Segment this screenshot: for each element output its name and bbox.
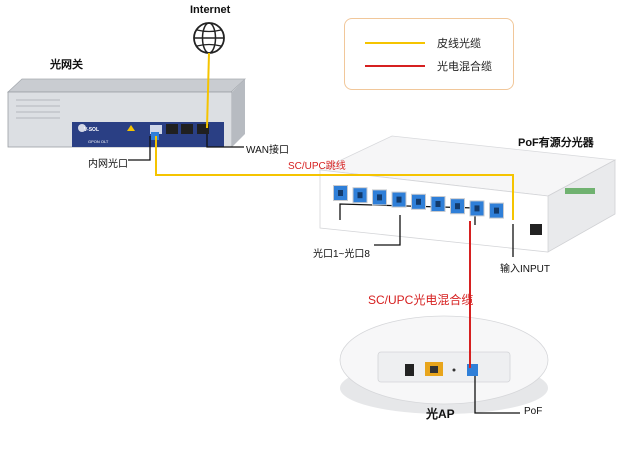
ceiling-ap-device (339, 315, 549, 414)
splitter-output-port (333, 185, 348, 201)
hybrid-cable-label: SC/UPC光电混合缆 (368, 293, 474, 307)
ap-title: 光AP (426, 407, 455, 421)
splitter-output-port (450, 198, 465, 215)
splitter-output-port (391, 191, 407, 208)
fiber-cables (155, 52, 514, 220)
legend: 皮线光缆 光电混合缆 (344, 18, 514, 90)
olt-model: GPON OLT (88, 139, 109, 144)
splitter-output-port (411, 193, 426, 210)
patch-cable-label: SC/UPC跳线 (288, 161, 346, 172)
legend-swatch-hybrid (365, 65, 425, 67)
splitter-output-port (372, 189, 387, 206)
splitter-title: PoF有源分光器 (518, 137, 594, 149)
legend-label-fiber: 皮线光缆 (437, 38, 481, 50)
legend-label-hybrid: 光电混合缆 (437, 61, 492, 73)
gpon-olt-device (6, 78, 247, 148)
wan-port-label: WAN接口 (246, 145, 289, 156)
splitter-input-label: 输入INPUT (500, 264, 550, 275)
legend-swatch-fiber (365, 42, 425, 44)
olt-brand: V-SOL (84, 127, 100, 133)
internet-label: Internet (190, 4, 231, 16)
pon-port-label: 内网光口 (88, 159, 128, 170)
ap-pof-label: PoF (524, 406, 543, 417)
splitter-input-port (489, 202, 504, 219)
splitter-output-port (469, 200, 485, 217)
leader-lines (128, 134, 520, 414)
olt-title: 光网关 (50, 59, 83, 71)
splitter-output-port (430, 196, 446, 212)
splitter-output-port (352, 187, 368, 204)
splitter-ports-label: 光口1~光口8 (313, 249, 370, 260)
